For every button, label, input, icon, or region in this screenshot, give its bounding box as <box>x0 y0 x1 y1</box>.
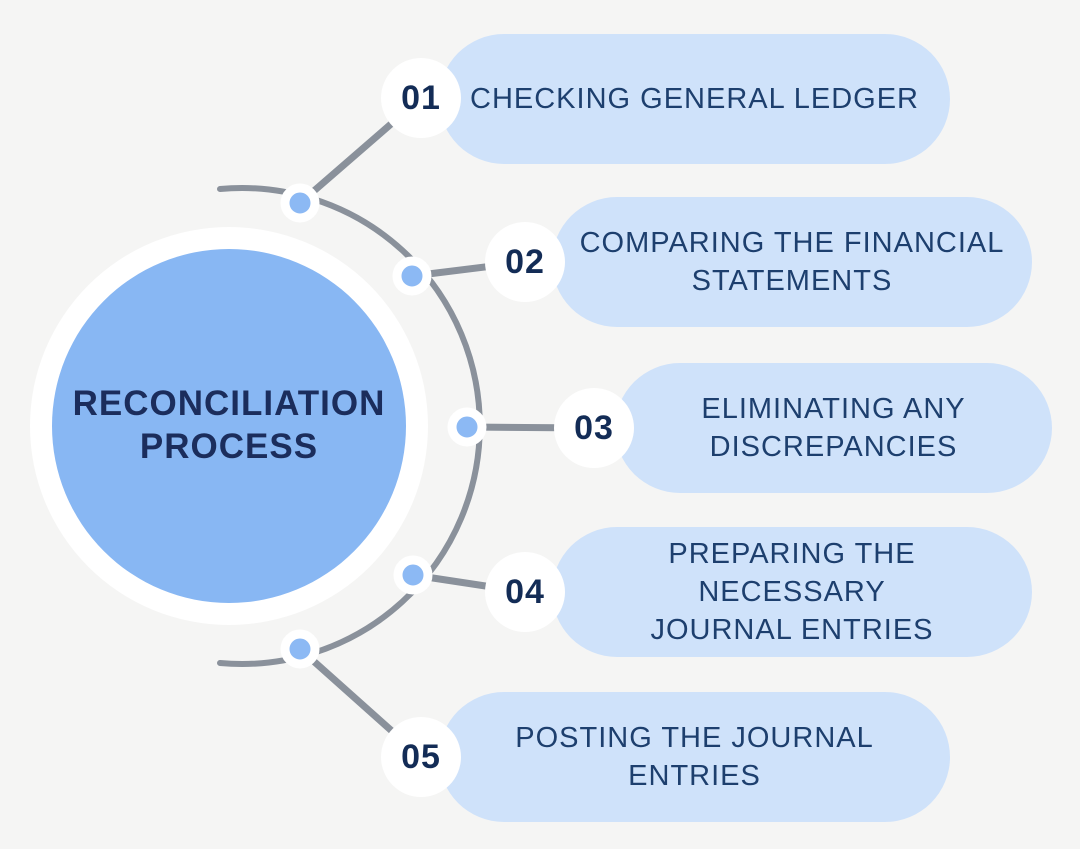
step-label-5: POSTING THE JOURNAL ENTRIES <box>515 721 874 792</box>
step-number-badge-1: 01 <box>381 58 461 138</box>
step-number-2: 02 <box>505 242 545 281</box>
step-label-4: PREPARING THE NECESSARY JOURNAL ENTRIES <box>650 537 934 647</box>
diagram-title: RECONCILIATION PROCESS <box>72 384 386 466</box>
node-dot-4 <box>393 555 433 595</box>
step-pill-4: PREPARING THE NECESSARY JOURNAL ENTRIES <box>552 527 1032 657</box>
step-label-3: ELIMINATING ANY DISCREPANCIES <box>701 392 966 463</box>
step-pill-5: POSTING THE JOURNAL ENTRIES <box>439 692 950 822</box>
step-pill-2: COMPARING THE FINANCIAL STATEMENTS <box>552 197 1032 327</box>
node-dot-2 <box>392 256 432 296</box>
node-dot-1 <box>280 183 320 223</box>
step-pill-1: CHECKING GENERAL LEDGER <box>439 34 950 164</box>
node-dot-3 <box>447 407 487 447</box>
central-circle-ring: RECONCILIATION PROCESS <box>30 227 428 625</box>
step-number-4: 04 <box>505 572 545 611</box>
step-pill-3: ELIMINATING ANY DISCREPANCIES <box>615 363 1052 493</box>
step-number-badge-5: 05 <box>381 717 461 797</box>
step-label-1: CHECKING GENERAL LEDGER <box>470 82 919 115</box>
step-number-1: 01 <box>401 78 441 117</box>
step-number-badge-4: 04 <box>485 552 565 632</box>
node-dot-5 <box>280 629 320 669</box>
step-number-5: 05 <box>401 737 441 776</box>
step-number-badge-3: 03 <box>554 388 634 468</box>
step-number-3: 03 <box>574 408 614 447</box>
step-number-badge-2: 02 <box>485 222 565 302</box>
central-circle: RECONCILIATION PROCESS <box>52 249 406 603</box>
step-label-2: COMPARING THE FINANCIAL STATEMENTS <box>579 226 1005 297</box>
